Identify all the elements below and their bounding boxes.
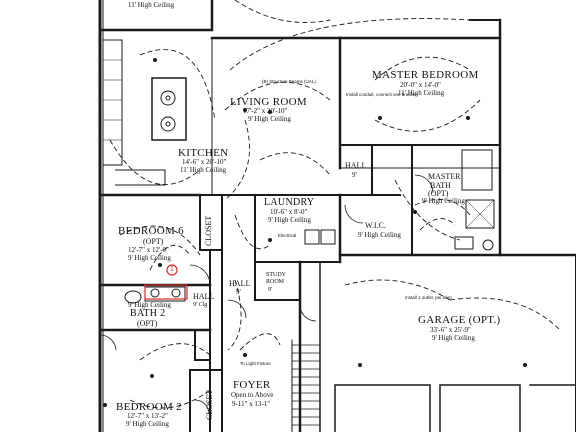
master-bath-ceiling: 9' High Ceiling [422, 197, 465, 205]
laundry-appliances [304, 229, 336, 245]
hall-top-ceiling: 9' [352, 171, 357, 179]
bedroom6-name: BEDROOM 6 [118, 225, 184, 237]
garage-note: Install 1 outlet, per Item [405, 295, 452, 300]
master-bath-name2: BATH [430, 181, 451, 190]
living-room-name: LIVING ROOM [230, 96, 307, 108]
garage-ceiling: 9' High Ceiling [432, 334, 475, 342]
master-bedroom-name: MASTER BEDROOM [372, 69, 479, 81]
hall-mid-name: HALL [229, 279, 251, 288]
hall-top-name: HALL [345, 161, 367, 170]
laundry-note: Electrical [278, 233, 297, 238]
red-annotation-box [144, 284, 188, 300]
garage-door-1 [334, 384, 431, 432]
door-swings [99, 174, 434, 415]
laundry-ceiling: 9' High Ceiling [268, 216, 311, 224]
study-ceiling: 9' [268, 287, 273, 293]
study-name2: ROOM [266, 279, 285, 285]
foyer-dims: 9-11" x 13-1" [232, 400, 271, 408]
living-room-ceiling: 9' High Ceiling [248, 115, 291, 123]
bath2-opt: (OPT) [137, 319, 158, 328]
kitchen-ceiling: 11' High Ceiling [180, 166, 227, 174]
closet2-name: CLOSET [205, 389, 214, 420]
hall-low-ceiling: 9' Clg [193, 302, 208, 308]
master-note: Install conduit, connect one bracket [346, 92, 417, 97]
electrical-fixtures [103, 58, 527, 407]
kitchen-name: KITCHEN [178, 147, 229, 159]
master-bath-fixtures [454, 149, 495, 251]
bedroom6-ceiling: 9' High Ceiling [128, 254, 171, 262]
red-annotation-marker [166, 264, 178, 276]
bedroom2-ceiling: 9' High Ceiling [126, 420, 169, 428]
bath2-name: BATH 2 [130, 308, 166, 319]
bedroom6-opt: (OPT) [143, 237, 164, 246]
master-bath-opt: (OPT) [428, 189, 449, 198]
wic-name: W.I.C. [365, 221, 386, 230]
foyer-sub: Open to Above [231, 391, 274, 399]
master-bedroom-dims: 20'-0" x 14'-0" [400, 81, 441, 89]
laundry-name: LAUNDRY [264, 197, 315, 208]
kitchen-dims: 14'-6" x 20'-10" [182, 158, 227, 166]
beam-note: (B) Structure Beams (UAL) [262, 79, 316, 84]
stair-treads [291, 344, 321, 426]
study-name: STUDY [266, 272, 287, 278]
electrical-circuits [109, 0, 561, 409]
red-annotations [144, 264, 188, 300]
living-room-dims: 17'-2" x 20'-10" [243, 107, 288, 115]
master-bedroom-ceiling: 11' High Ceiling [398, 89, 445, 97]
kitchen-counter [103, 39, 166, 186]
red-annotation-number: 1 [170, 266, 174, 273]
bedroom2-dims: 12'-7" x 13'-2" [127, 412, 168, 420]
garage-door-2 [439, 384, 521, 432]
bedroom6-dims: 12'-7" x 12'-0" [128, 246, 169, 254]
wall-top-room [98, 0, 214, 32]
bedroom2-name: BEDROOM 2 [116, 401, 182, 413]
master-bath-name: MASTER [428, 172, 461, 181]
closet1-name: CLOSET [204, 215, 213, 246]
top-room-ceiling: 11' High Ceiling [128, 1, 175, 9]
entry-note: To Light Fixture [240, 361, 271, 366]
study-room-walls [254, 261, 301, 301]
garage-dims: 33'-6" x 25'-9" [430, 326, 471, 334]
bath2-ceiling: 9' High Ceiling [128, 301, 171, 309]
kitchen-island [151, 77, 187, 141]
garage-name: GARAGE (OPT.) [418, 314, 501, 326]
laundry-dims: 10'-6" x 8'-0" [270, 208, 308, 216]
foyer-name: FOYER [233, 379, 271, 391]
closet-2 [189, 369, 223, 432]
wic-ceiling: 9' High Ceiling [358, 231, 401, 239]
hall-low-name: HALL [193, 292, 215, 301]
wall-master-top [338, 18, 502, 40]
hall-mid-ceiling: 9' [236, 288, 241, 296]
